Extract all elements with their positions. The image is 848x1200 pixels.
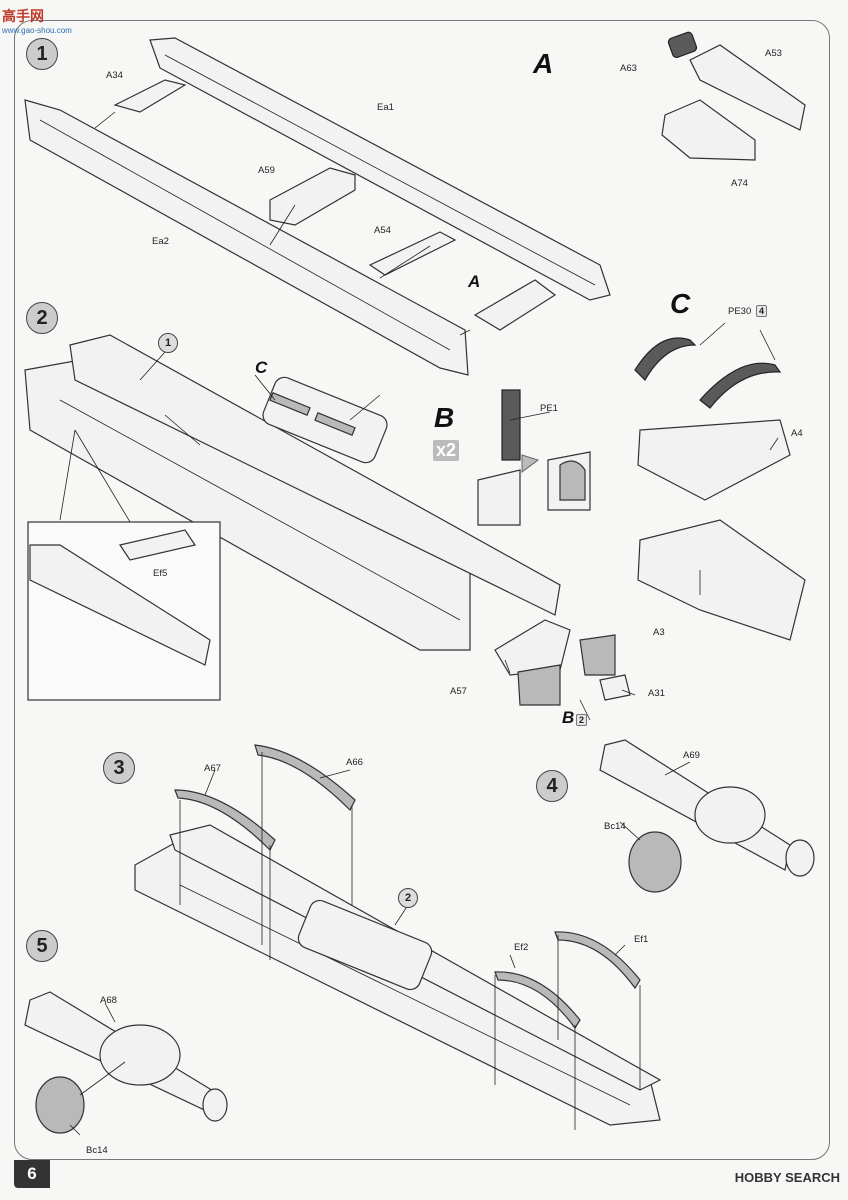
part-label-a66: A66 (346, 757, 363, 768)
ref-step-1: 1 (158, 333, 178, 353)
leaf-spring-a66 (254, 744, 356, 812)
part-label-ef5: Ef5 (153, 568, 168, 579)
part-label-a54: A54 (374, 225, 391, 236)
rail-ea2 (24, 99, 469, 376)
part-label-ef2: Ef2 (514, 942, 529, 953)
tank-step3 (297, 899, 433, 991)
part-label-a4: A4 (791, 428, 803, 439)
part-label-bc14-step5: Bc14 (86, 1145, 108, 1156)
part-label-ef1: Ef1 (634, 934, 649, 945)
crossmember-a (473, 279, 557, 331)
part-label-a59: A59 (258, 165, 275, 176)
part-label-a31: A31 (648, 688, 665, 699)
part-label-pe30-qty: 4 (756, 305, 768, 317)
part-label-a34: A34 (106, 70, 123, 81)
step-5: 5 (26, 930, 58, 962)
step-1: 1 (26, 38, 58, 70)
part-label-a68: A68 (100, 995, 117, 1006)
pe-strap-b (517, 634, 616, 706)
bracket-a31 (599, 674, 631, 701)
page-number: 6 (14, 1160, 50, 1188)
crossmember-a34 (113, 79, 187, 113)
rear-axle-a69 (599, 739, 815, 893)
part-label-ea1: Ea1 (377, 102, 394, 113)
part-label-a63: A63 (620, 63, 637, 74)
tank-box-c (262, 376, 388, 464)
part-label-pe30: PE30 (728, 306, 752, 317)
part-label-ea2: Ea2 (152, 236, 169, 247)
callout-c-big: C (670, 288, 691, 319)
part-label-bc14-step4: Bc14 (604, 821, 626, 832)
page-border (14, 20, 830, 1160)
crossmember-a59 (269, 167, 356, 226)
callout-c-small: C (255, 358, 268, 377)
hobby-search-logo: HOBBY SEARCH (734, 1170, 840, 1185)
callout-b-small: B (562, 708, 575, 727)
front-axle-a68 (24, 991, 228, 1134)
pe1-bending-detail (477, 389, 591, 526)
part-label-a74: A74 (731, 178, 748, 189)
step-4: 4 (536, 770, 568, 802)
ref-step-2: 2 (398, 888, 418, 908)
subassembly-a74 (661, 31, 806, 161)
crossmember-a54 (368, 231, 457, 276)
part-label-a67: A67 (204, 763, 221, 774)
tank-assembly-c (634, 337, 806, 641)
callout-a-big: A (533, 48, 554, 79)
leaf-spring-ef1 (554, 931, 641, 990)
callout-b-big: B (434, 402, 455, 433)
callout-a-small: A (468, 272, 481, 291)
bracket-a57 (494, 619, 571, 676)
part-label-pe1: PE1 (540, 403, 558, 414)
step-2: 2 (26, 302, 58, 334)
leaf-spring-ef2 (494, 971, 581, 1030)
callout-b-quantity: x2 (433, 440, 460, 461)
inset-chassis (29, 529, 211, 666)
watermark: 高手网 www.gao-shou.com (2, 8, 72, 35)
part-label-a69: A69 (683, 750, 700, 761)
part-label-a3: A3 (653, 627, 665, 638)
part-label-a53: A53 (765, 48, 782, 59)
callout-b-badge: 2 (576, 714, 588, 726)
chassis-step2 (24, 334, 561, 651)
step-3: 3 (103, 752, 135, 784)
part-label-a57: A57 (450, 686, 467, 697)
rail-ea1 (149, 37, 611, 301)
